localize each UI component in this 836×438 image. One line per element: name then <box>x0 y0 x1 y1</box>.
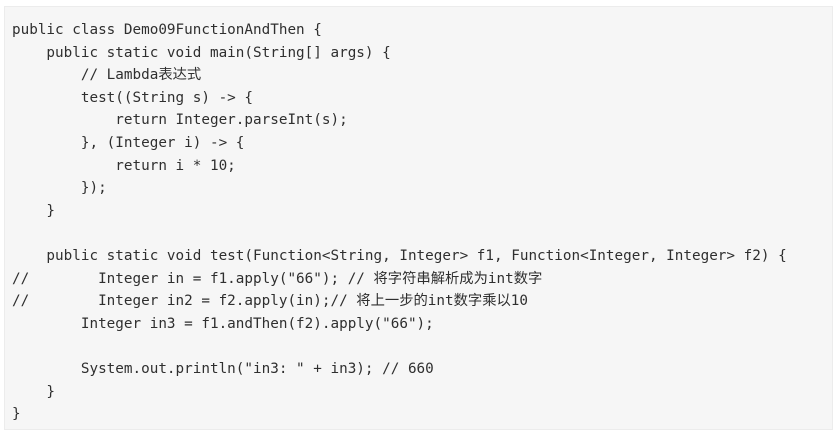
code-line-1: public class Demo09FunctionAndThen { <box>12 22 322 38</box>
code-line-14: Integer in3 = f1.andThen(f2).apply("66")… <box>12 315 434 332</box>
code-line-16: System.out.println("in3: " + in3); // 66… <box>12 360 434 377</box>
code-line-15 <box>12 335 832 358</box>
code-line-8: }); <box>12 180 107 197</box>
code-block: public class Demo09FunctionAndThen { pub… <box>4 6 833 430</box>
code-line-9: } <box>12 202 56 219</box>
code-line-12: // Integer in = f1.apply("66"); // 将字符串解… <box>12 270 543 287</box>
code-line-7: return i * 10; <box>12 157 236 174</box>
code-line-3: // Lambda表达式 <box>12 67 202 84</box>
code-line-5: return Integer.parseInt(s); <box>12 112 348 129</box>
code-line-2: public static void main(String[] args) { <box>12 44 391 61</box>
code-line-4: test((String s) -> { <box>12 89 254 106</box>
code-line-18: } <box>12 406 21 423</box>
code-line-13: // Integer in2 = f2.apply(in);// 将上一步的in… <box>12 293 529 310</box>
code-text: public class Demo09FunctionAndThen { pub… <box>12 19 832 426</box>
code-line-11: public static void test(Function<String,… <box>12 247 787 264</box>
code-line-10 <box>12 222 832 245</box>
code-line-17: } <box>12 383 56 400</box>
code-line-6: }, (Integer i) -> { <box>12 134 245 151</box>
